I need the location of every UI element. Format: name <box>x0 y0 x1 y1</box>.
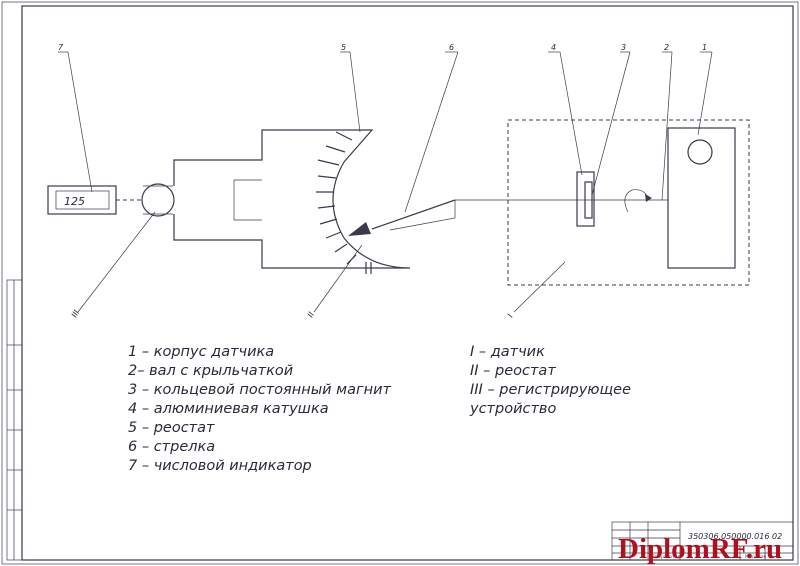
aluminium-coil <box>576 171 595 227</box>
legend-item: III – регистрирующее <box>470 382 631 398</box>
legend-item: 7 – числовой индикатор <box>128 458 312 474</box>
callout-6: 6 <box>449 43 454 52</box>
title-block: 350306.050000.016 02 Разработал Масштаб <box>611 521 794 561</box>
watermark-logo: DiplomRF.ru <box>618 533 782 565</box>
callout-4: 4 <box>551 43 556 52</box>
sheet-inner-frame <box>21 5 794 561</box>
pointer-shaft <box>371 199 456 230</box>
legend-item: 6 – стрелка <box>128 439 215 455</box>
legend-item: 3 – кольцевой постоянный магнит <box>128 382 392 398</box>
rheostat-housing <box>173 129 411 269</box>
legend-item: устройство <box>469 401 556 417</box>
legend-item: 4 – алюминиевая катушка <box>128 401 329 417</box>
legend-item: 2– вал с крыльчаткой <box>128 363 293 379</box>
drawing-code: 350306.050000.016 02 <box>688 532 782 541</box>
legend-item: II – реостат <box>470 363 556 379</box>
callout-I: I <box>506 312 515 319</box>
ring-magnet <box>584 181 593 219</box>
title-cell-b: Масштаб <box>745 554 767 560</box>
callout-3: 3 <box>621 43 626 52</box>
impeller-circle <box>687 139 713 165</box>
binding-strip <box>6 279 23 561</box>
callout-1: 1 <box>702 43 707 52</box>
pointer-arrowhead <box>348 222 371 236</box>
callout-5: 5 <box>341 43 346 52</box>
rheostat-scale <box>316 131 357 265</box>
callout-7: 7 <box>58 43 64 52</box>
leader-lines <box>58 51 713 313</box>
callout-II: II <box>306 310 316 319</box>
legend-item: I – датчик <box>470 344 545 360</box>
sensor-body <box>667 127 736 269</box>
indicator-value: 125 <box>64 195 85 208</box>
legend-item: 1 – корпус датчика <box>128 344 274 360</box>
title-cell-a: Разработал <box>653 554 680 560</box>
legend-item: 5 – реостат <box>128 420 215 436</box>
callout-III: III <box>70 308 82 319</box>
legend-left: 1 – корпус датчика 2– вал с крыльчаткой … <box>128 344 392 474</box>
legend-right: I – датчик II – реостат III – регистриру… <box>469 344 631 417</box>
recording-device-circle <box>141 183 175 217</box>
numeric-indicator: 125 <box>47 185 117 215</box>
sensor-boundary <box>507 119 750 286</box>
callout-2: 2 <box>664 43 669 52</box>
rotation-arrow <box>624 189 649 213</box>
